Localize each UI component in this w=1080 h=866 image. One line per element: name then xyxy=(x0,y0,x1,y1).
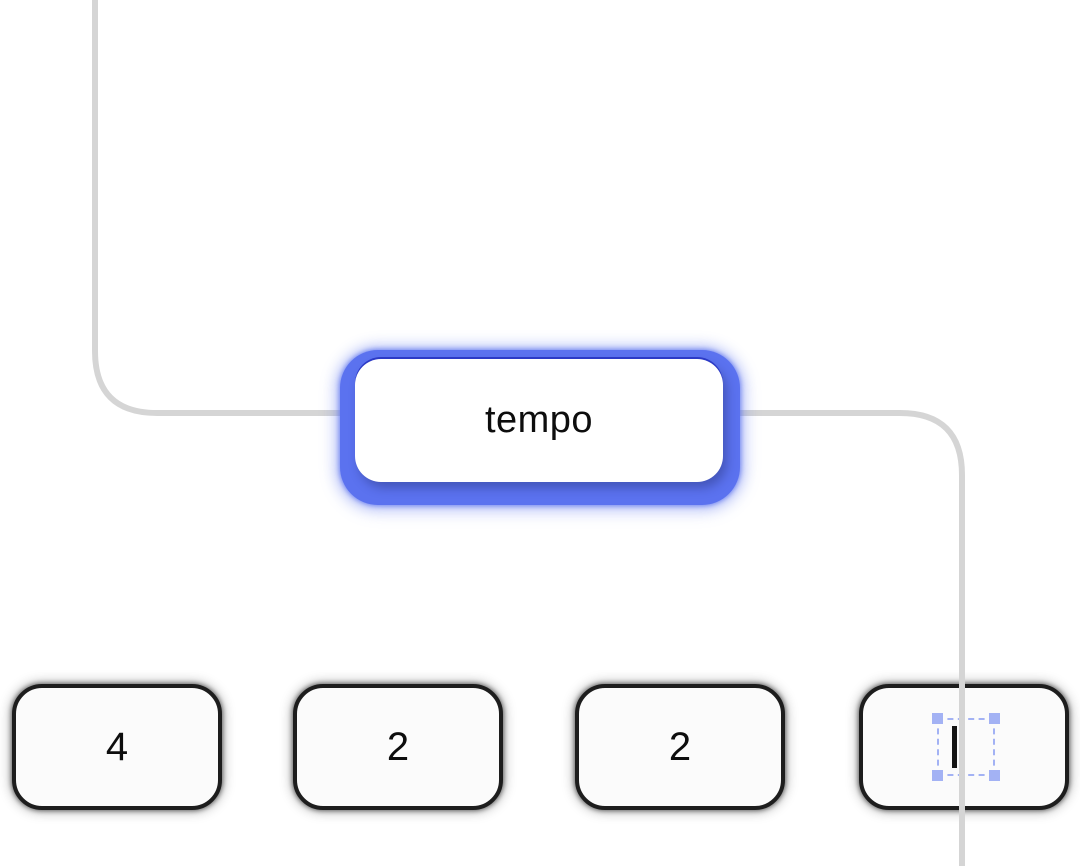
selection-handle-top-right[interactable] xyxy=(989,713,1000,724)
node-child-1-label: 4 xyxy=(105,724,129,769)
node-tempo-label: tempo xyxy=(484,399,594,441)
selection-handle-bottom-right[interactable] xyxy=(989,770,1000,781)
text-caret xyxy=(952,726,957,768)
node-child-2[interactable]: 2 xyxy=(293,684,503,810)
text-selection-box[interactable] xyxy=(932,713,1000,781)
selection-handle-bottom-left[interactable] xyxy=(932,770,943,781)
selection-handle-top-left[interactable] xyxy=(932,713,943,724)
node-child-2-label: 2 xyxy=(386,724,410,769)
node-tempo[interactable]: tempo xyxy=(355,359,723,482)
node-child-3-label: 2 xyxy=(668,724,692,769)
node-tempo-selection-ring[interactable]: tempo xyxy=(340,350,740,505)
node-child-4-editing[interactable] xyxy=(859,684,1069,810)
edge-incoming-to-root xyxy=(92,0,352,416)
node-child-1[interactable]: 4 xyxy=(12,684,222,810)
node-child-3[interactable]: 2 xyxy=(575,684,785,810)
